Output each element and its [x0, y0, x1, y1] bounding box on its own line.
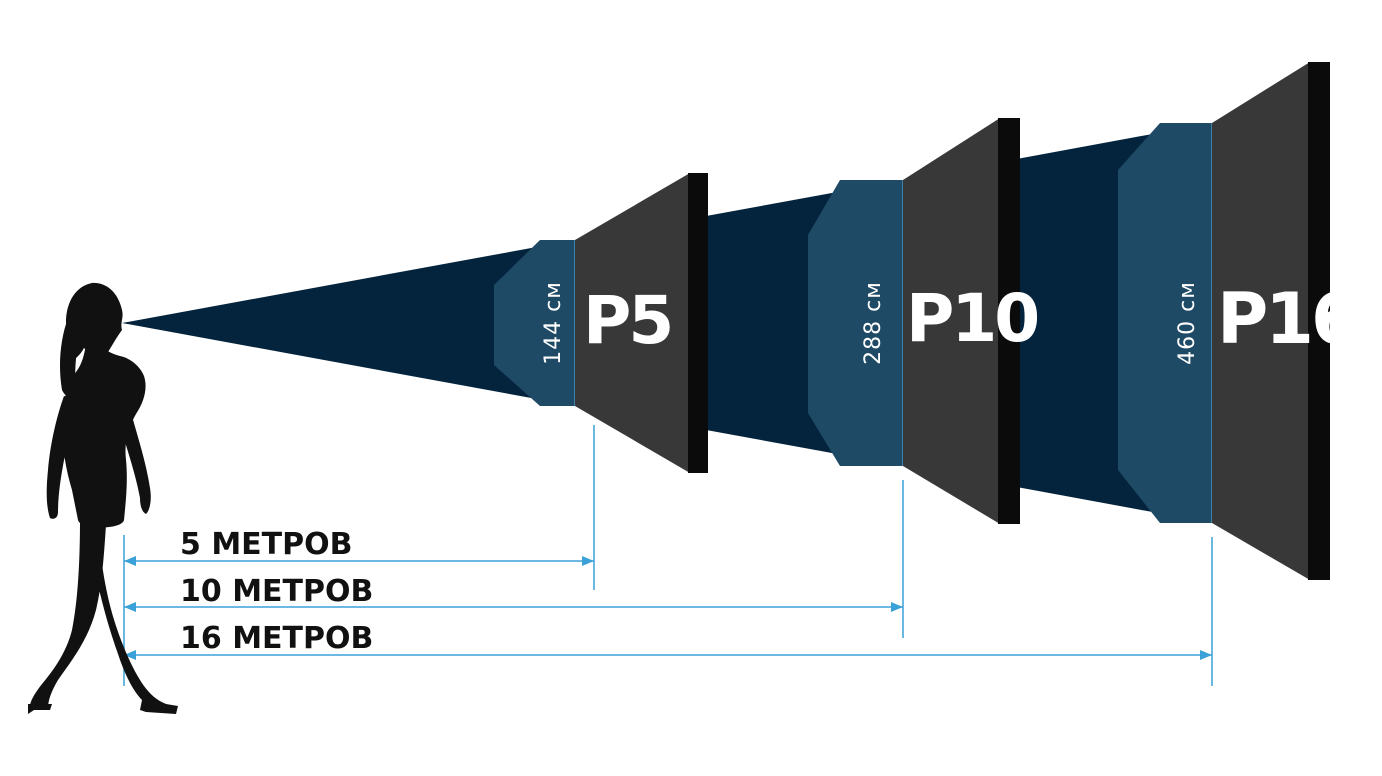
screen-label-p16: P16: [1217, 278, 1357, 360]
screen-size-p5: 144 см: [541, 281, 566, 365]
cone-segment-1: [122, 240, 575, 406]
distance-label-16m: 16 МЕТРОВ: [180, 621, 373, 656]
dimension-lines: [123, 425, 1213, 686]
distance-label-10m: 10 МЕТРОВ: [180, 574, 373, 609]
screen-size-p10: 288 см: [861, 281, 886, 365]
screen-label-p5: P5: [583, 282, 671, 359]
screen-label-p10: P10: [906, 280, 1037, 357]
screen-size-p16: 460 см: [1175, 281, 1200, 365]
screen-p10: [903, 118, 1020, 524]
viewer-silhouette-icon: [28, 282, 178, 714]
distance-label-5m: 5 МЕТРОВ: [180, 527, 353, 562]
screen-p5: [575, 173, 708, 473]
projection-p16: [1118, 123, 1212, 523]
projection-p5: [494, 240, 575, 406]
screen-p16: [1212, 62, 1330, 580]
projection-p10: [808, 180, 903, 466]
